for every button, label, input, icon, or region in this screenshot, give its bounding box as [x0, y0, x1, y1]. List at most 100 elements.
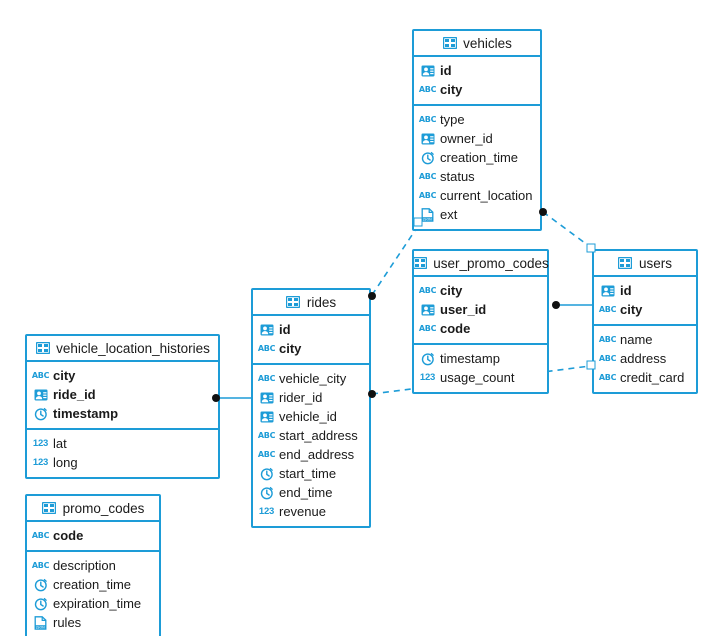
key-id-card-icon [33, 388, 48, 402]
key-id-card-icon [600, 284, 615, 298]
abc-text-icon: ABC [598, 353, 617, 363]
column-row[interactable]: id [414, 61, 540, 80]
column-name: owner_id [440, 131, 493, 146]
cardinality-many-marker [539, 208, 547, 216]
column-row[interactable]: ride_id [27, 385, 218, 404]
table-header-vehicles[interactable]: vehicles [414, 31, 540, 57]
column-row[interactable]: creation_time [414, 148, 540, 167]
column-name: current_location [440, 188, 533, 203]
column-row[interactable]: id [253, 320, 369, 339]
abc-text-icon: ABC [31, 530, 50, 540]
column-name: creation_time [440, 150, 519, 165]
column-name: city [620, 302, 643, 317]
table-grid-icon [286, 295, 301, 309]
column-row[interactable]: expiration_time [27, 594, 159, 613]
column-row[interactable]: id [594, 281, 696, 300]
column-name: city [440, 82, 463, 97]
column-row[interactable]: creation_time [27, 575, 159, 594]
table-title: vehicle_location_histories [56, 340, 210, 356]
column-row[interactable]: user_id [414, 300, 547, 319]
table-header-promo_codes[interactable]: promo_codes [27, 496, 159, 522]
column-name: id [440, 63, 452, 78]
clock-icon [33, 597, 48, 611]
column-row[interactable]: timestamp [414, 349, 547, 368]
column-row[interactable]: end_time [253, 483, 369, 502]
key-id-card-icon [259, 323, 274, 337]
column-name: code [440, 321, 471, 336]
column-row[interactable]: vehicle_id [253, 407, 369, 426]
clock-icon [259, 467, 274, 481]
column-name: vehicle_city [279, 371, 347, 386]
column-name: end_address [279, 447, 355, 462]
column-name: id [620, 283, 632, 298]
svg-text:JSON: JSON [422, 217, 432, 221]
column-name: vehicle_id [279, 409, 337, 424]
123-number-icon: 123 [32, 456, 49, 468]
column-name: long [53, 455, 78, 470]
cardinality-many-marker [368, 390, 376, 398]
abc-text-icon: ABC [257, 373, 276, 383]
clock-icon [420, 151, 435, 165]
column-name: end_time [279, 485, 333, 500]
table-header-users[interactable]: users [594, 251, 696, 277]
column-row[interactable]: start_time [253, 464, 369, 483]
column-row[interactable]: 123 long [27, 453, 218, 472]
table-header-vehicle_location_histories[interactable]: vehicle_location_histories [27, 336, 218, 362]
column-row[interactable]: owner_id [414, 129, 540, 148]
column-name: lat [53, 436, 67, 451]
cardinality-many-marker [212, 394, 220, 402]
column-name: rules [53, 615, 82, 630]
abc-text-icon: ABC [31, 370, 50, 380]
table-grid-icon [35, 341, 50, 355]
table-header-rides[interactable]: rides [253, 290, 369, 316]
abc-text-icon: ABC [598, 372, 617, 382]
abc-text-icon: ABC [418, 323, 437, 333]
abc-text-icon: ABC [31, 560, 50, 570]
column-name: timestamp [53, 406, 119, 421]
column-row[interactable]: rider_id [253, 388, 369, 407]
table-grid-icon [618, 256, 633, 270]
abc-text-icon: ABC [257, 430, 276, 440]
table-header-user_promo_codes[interactable]: user_promo_codes [412, 251, 549, 277]
clock-icon [33, 407, 48, 421]
cardinality-one-marker [413, 217, 423, 227]
column-row[interactable]: timestamp [27, 404, 218, 423]
